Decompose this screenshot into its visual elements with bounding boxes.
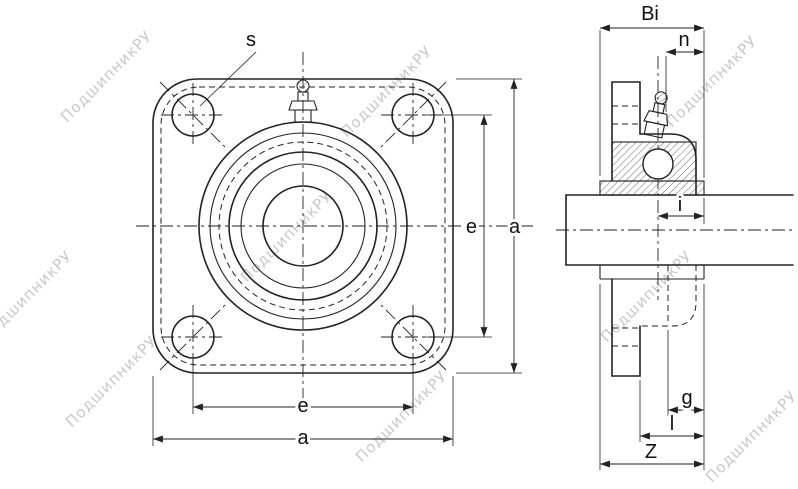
dim-label-a-right: a bbox=[509, 216, 521, 238]
dim-label-Bi: Bi bbox=[641, 3, 659, 25]
watermark-text: ПодшипникРУ bbox=[702, 387, 798, 486]
dim-label-n: n bbox=[678, 29, 689, 51]
watermark-text: ПодшипникРУ bbox=[62, 332, 161, 431]
dim-label-e-bottom: e bbox=[297, 395, 308, 417]
watermark-layer: ПодшипникРУ ПодшипникРУ ПодшипникРУ Подш… bbox=[0, 27, 798, 486]
dim-label-g: g bbox=[681, 387, 692, 409]
dim-s: s bbox=[199, 26, 259, 107]
side-view: Bi n i g l Z bbox=[556, 0, 795, 470]
bearing-ball bbox=[642, 148, 674, 180]
front-view: s e a e a bbox=[136, 26, 537, 452]
dim-e-right: e bbox=[424, 114, 492, 338]
dim-a-right: a bbox=[456, 78, 524, 374]
bearing-bore-circles bbox=[198, 121, 408, 331]
shaft bbox=[565, 194, 794, 266]
watermark-text: ПодшипникРУ bbox=[662, 32, 761, 131]
dim-label-s: s bbox=[246, 29, 256, 51]
dim-e-bottom: e bbox=[192, 360, 414, 420]
bearing-section bbox=[599, 141, 705, 196]
watermark-text: ПодшипникРУ bbox=[337, 42, 436, 141]
dim-Z: Z bbox=[599, 284, 705, 470]
watermark-text: ПодшипникРУ bbox=[352, 367, 451, 466]
dim-l: l bbox=[639, 380, 704, 442]
dim-label-Z: Z bbox=[645, 441, 657, 463]
dim-label-e-right: e bbox=[466, 216, 477, 238]
bolt-hole-bottom-left bbox=[159, 303, 227, 371]
watermark-text: ПодшипникРУ bbox=[237, 187, 336, 286]
inner-ring-bottom bbox=[599, 265, 705, 280]
watermark-text: ПодшипникРУ bbox=[0, 247, 76, 346]
dim-Bi: Bi bbox=[599, 0, 705, 178]
dim-g: g bbox=[667, 330, 704, 416]
grease-fitting-front bbox=[288, 79, 318, 123]
dim-a-bottom: a bbox=[152, 376, 454, 452]
grease-fitting-side bbox=[643, 91, 669, 139]
bolt-hole-top-left bbox=[159, 81, 227, 149]
dim-label-i: i bbox=[678, 194, 682, 216]
dim-i: i bbox=[658, 191, 705, 224]
dim-label-l: l bbox=[670, 413, 674, 435]
watermark-text: ПодшипникРУ bbox=[57, 27, 156, 126]
dim-label-a-bottom: a bbox=[297, 427, 309, 449]
dim-n: n bbox=[665, 26, 704, 112]
